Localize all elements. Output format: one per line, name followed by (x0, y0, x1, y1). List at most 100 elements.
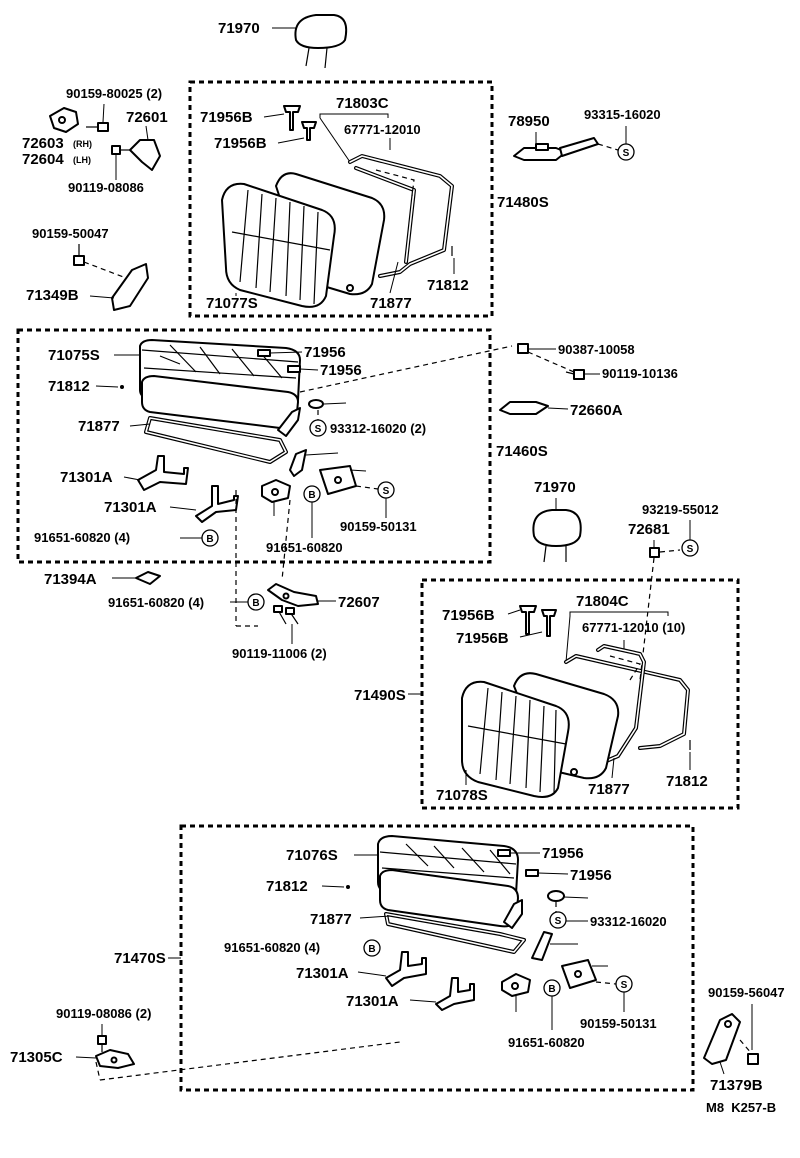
label-71956b: 71956B (442, 607, 495, 624)
bracket-icon (503, 899, 523, 929)
label-71956: 71956 (320, 362, 362, 379)
svg-text:B: B (252, 598, 259, 609)
seat-lock-icon (513, 137, 599, 161)
label-71301a: 71301A (296, 965, 349, 982)
label-71077s: 71077S (206, 295, 258, 312)
label-71394a: 71394A (44, 571, 97, 588)
drawing-code: M8 K257-B (706, 1100, 776, 1115)
label-72604: 72604 (22, 151, 64, 168)
clip-icon (497, 849, 539, 877)
seatback-frame-icon (348, 154, 454, 278)
label-91651-60820: 91651-60820 (4) (224, 940, 320, 955)
label-91651-60820: 91651-60820 (508, 1035, 585, 1050)
svg-text:S: S (315, 424, 322, 435)
hinge-cover-icon (129, 139, 161, 171)
label-71075s: 71075S (48, 347, 100, 364)
label-78950: 78950 (508, 113, 550, 130)
s-washer-symbol: S (549, 911, 567, 929)
svg-text:B: B (206, 534, 213, 545)
b-bolt-symbol: B (201, 529, 219, 547)
label-71812: 71812 (666, 773, 708, 790)
label-71956: 71956 (542, 845, 584, 862)
label-67771-12010: 67771-12010 (344, 122, 421, 137)
label-91651-60820: 91651-60820 (4) (108, 595, 204, 610)
svg-text:B: B (368, 944, 375, 955)
label-71305c: 71305C (10, 1049, 63, 1066)
b-bolt-symbol: B (543, 979, 561, 997)
s-washer-symbol: S (615, 975, 633, 993)
s-washer-symbol: S (617, 143, 635, 161)
s-washer-symbol: S (309, 419, 327, 437)
clip-icon (519, 605, 557, 637)
seat-hook-icon (95, 1049, 135, 1069)
label-71490s: 71490S (354, 687, 406, 704)
cushion-nut-icon (547, 890, 565, 902)
label-71877: 71877 (310, 911, 352, 928)
label-71301a: 71301A (346, 993, 399, 1010)
bolt-icon (565, 369, 585, 380)
headrest-icon (294, 14, 348, 69)
s-washer-symbol: S (377, 481, 395, 499)
label-90159-56047: 90159-56047 (708, 985, 785, 1000)
label-71812: 71812 (427, 277, 469, 294)
label-lh: (LH) (73, 155, 91, 165)
label-93315-16020: 93315-16020 (584, 107, 661, 122)
label-72660a: 72660A (570, 402, 623, 419)
label-71956b: 71956B (456, 630, 509, 647)
label-93219-55012: 93219-55012 (642, 502, 719, 517)
label-93312-16020: 93312-16020 (590, 914, 667, 929)
label-72607: 72607 (338, 594, 380, 611)
hinge-plate-icon (267, 583, 319, 607)
b-bolt-symbol: B (303, 485, 321, 503)
seat-track-cover-icon (111, 263, 149, 311)
svg-text:S: S (623, 148, 630, 159)
label-71812: 71812 (48, 378, 90, 395)
label-90119-08086: 90119-08086 (68, 180, 144, 195)
nut-icon (649, 547, 660, 558)
label-90159-50131: 90159-50131 (340, 519, 417, 534)
hinge-assembly-icon (261, 479, 291, 503)
side-cover-icon (703, 1013, 741, 1065)
s-washer-symbol: S (681, 539, 699, 557)
label-71803c: 71803C (336, 95, 389, 112)
b-bolt-symbol: B (363, 939, 381, 957)
group-box-71480s (188, 80, 494, 318)
seat-leg-bracket-icon (385, 951, 427, 987)
label-71804c: 71804C (576, 593, 629, 610)
clip-icon (283, 105, 317, 141)
label-71379b: 71379B (710, 1077, 763, 1094)
seat-cushion-frame-icon (384, 912, 526, 954)
seat-leg-bracket-icon (137, 455, 189, 491)
seat-cushion-frame-icon (144, 416, 288, 464)
label-71460s: 71460S (496, 443, 548, 460)
bolt-icon (86, 122, 109, 132)
label-90119-11006: 90119-11006 (2) (232, 646, 327, 661)
label-71301a: 71301A (104, 499, 157, 516)
label-90387-10058: 90387-10058 (558, 342, 635, 357)
bolt-icon (273, 605, 299, 625)
label-71470s: 71470S (114, 950, 166, 967)
cushion-nut-icon (308, 399, 324, 409)
label-71970: 71970 (534, 479, 576, 496)
label-71877: 71877 (588, 781, 630, 798)
label-71301a: 71301A (60, 469, 113, 486)
label-71877: 71877 (370, 295, 412, 312)
label-71877: 71877 (78, 418, 120, 435)
label-71956b: 71956B (200, 109, 253, 126)
headrest-icon (532, 509, 582, 563)
svg-text:B: B (308, 490, 315, 501)
nut-icon (517, 343, 529, 354)
label-90119-08086: 90119-08086 (2) (56, 1006, 151, 1021)
seatback-cover-icon (221, 182, 336, 308)
bolt-icon (97, 1035, 107, 1052)
label-72681: 72681 (628, 521, 670, 538)
seat-hinge-icon (49, 107, 79, 133)
lock-striker-icon (561, 959, 597, 989)
svg-text:S: S (383, 486, 390, 497)
svg-text:B: B (548, 984, 555, 995)
bolt-icon (747, 1053, 759, 1065)
seat-leg-bracket-icon (195, 485, 239, 523)
svg-text:S: S (555, 916, 562, 927)
bolt-icon (73, 244, 85, 266)
